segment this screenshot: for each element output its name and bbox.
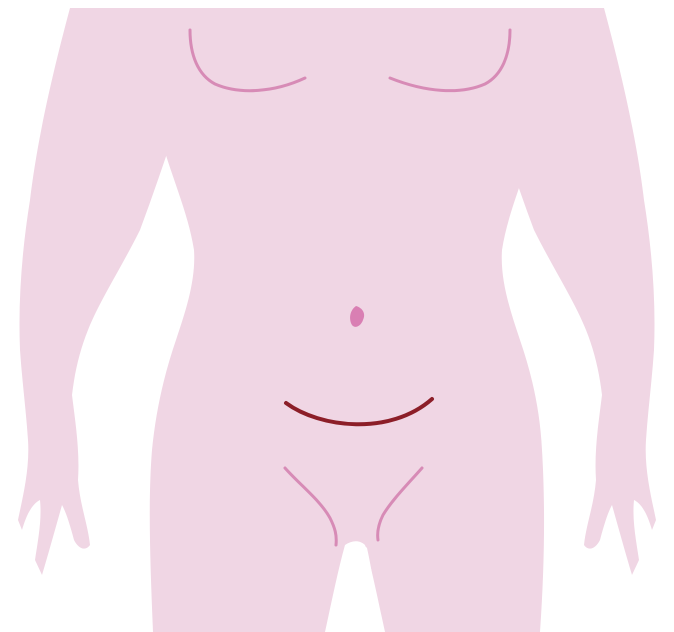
- torso: [145, 8, 544, 632]
